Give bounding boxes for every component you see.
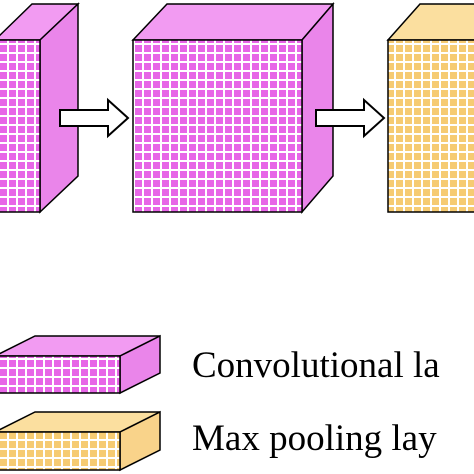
legend-conv-swatch [0,334,161,395]
conv-layer-block-2 [131,1,335,215]
pool-block-front-face [387,39,474,213]
legend-max-pooling-label: Max pooling lay [192,418,437,459]
legend-pool-swatch [0,410,161,472]
conv-block-2-top-face [131,3,335,41]
conv-layer-block-1 [0,2,80,214]
legend-convolutional-label: Convolutional la [192,345,440,386]
pool-block-top-face [386,3,474,41]
conv-block-2-side-face [301,1,334,215]
conv-block-1-side-face [39,2,79,214]
flow-arrow-1 [59,97,130,139]
conv-block-1-front-face [0,39,41,213]
flow-arrow-2 [315,97,386,139]
conv-block-2-front-face [132,39,303,213]
pool-layer-block [386,3,474,213]
